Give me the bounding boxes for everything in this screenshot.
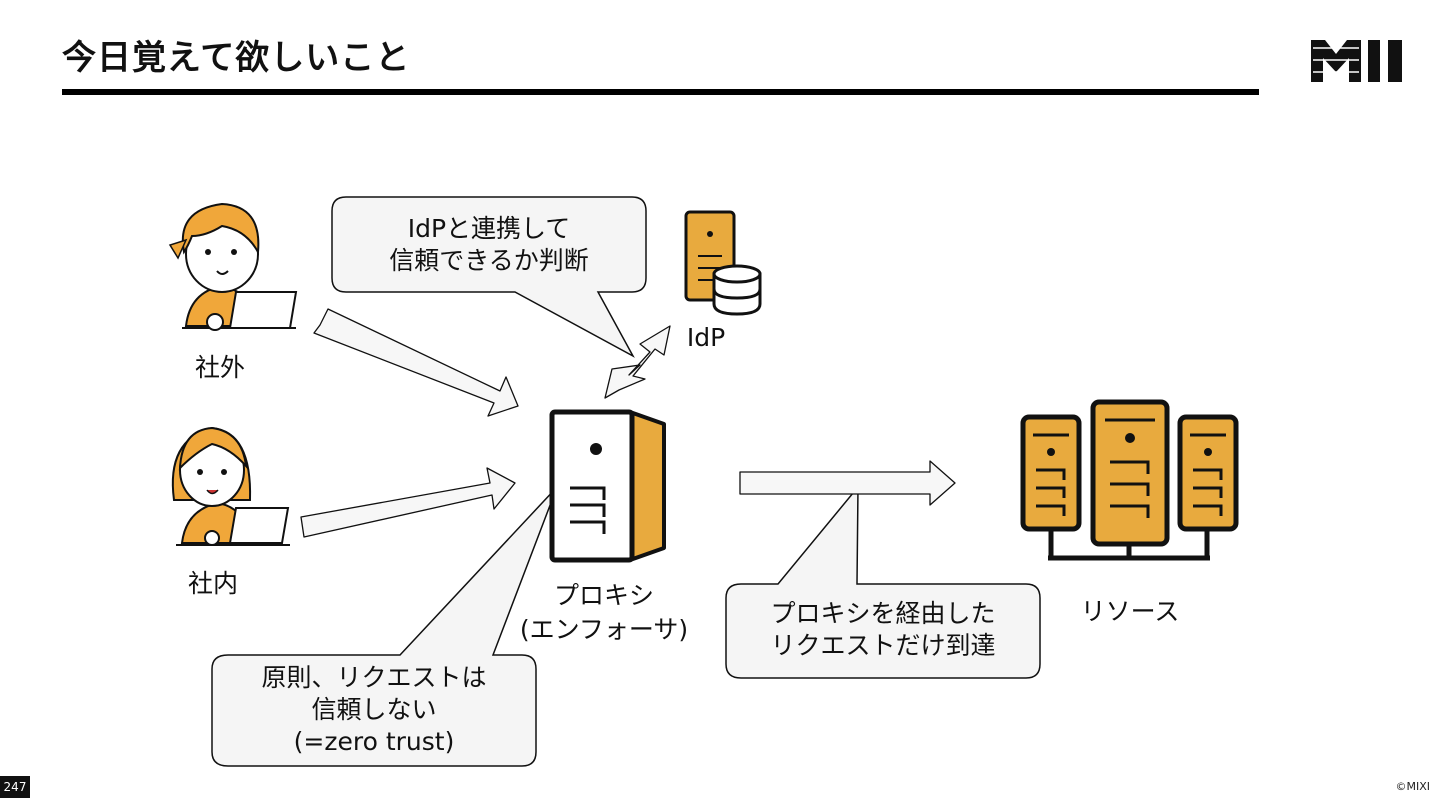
page-title: 今日覚えて欲しいこと: [62, 38, 411, 78]
label-idp: IdP: [686, 323, 726, 352]
callout-reach: [725, 484, 1041, 679]
arrow-proxy-to-resource: [739, 460, 956, 506]
label-proxy: プロキシ: [553, 581, 654, 610]
label-proxy-sub: (エンフォーサ): [519, 615, 689, 644]
callout-zero-trust: [211, 486, 558, 767]
copyright: ©MIXI: [1395, 780, 1430, 793]
mixi-logo-icon: [1311, 40, 1402, 82]
arrow-outside-to-proxy: [313, 308, 519, 417]
arrow-inside-to-proxy: [300, 467, 516, 538]
callout-zero-trust-line2: 信頼しない: [311, 695, 437, 724]
callout-reach-line2: リクエストだけ到達: [770, 631, 996, 660]
callout-zero-trust-line1: 原則、リクエストは: [261, 663, 487, 692]
callout-idp-check-text: IdPと連携して 信頼できるか判断: [336, 213, 642, 277]
arrow-proxy-idp: [604, 325, 671, 399]
callout-zero-trust-text: 原則、リクエストは 信頼しない (=zero trust): [216, 662, 532, 758]
page-number: 247: [0, 776, 30, 798]
label-inside: 社内: [187, 569, 238, 598]
person-inside-icon: [171, 426, 290, 546]
person-outside-icon: [168, 202, 298, 331]
label-resource: リソース: [1080, 597, 1180, 626]
callout-reach-text: プロキシを経由した リクエストだけ到達: [730, 598, 1036, 662]
title-divider: [62, 89, 1259, 95]
resource-servers-icon: [1020, 399, 1239, 561]
idp-server-icon: [684, 210, 762, 316]
callout-idp-check-line2: 信頼できるか判断: [389, 246, 589, 275]
proxy-server-icon: [549, 409, 666, 563]
label-outside: 社外: [194, 353, 245, 382]
callout-idp-check: [331, 196, 647, 358]
callout-zero-trust-line3: (=zero trust): [293, 727, 455, 756]
callout-reach-line1: プロキシを経由した: [770, 599, 996, 628]
callout-idp-check-line1: IdPと連携して: [407, 214, 571, 243]
